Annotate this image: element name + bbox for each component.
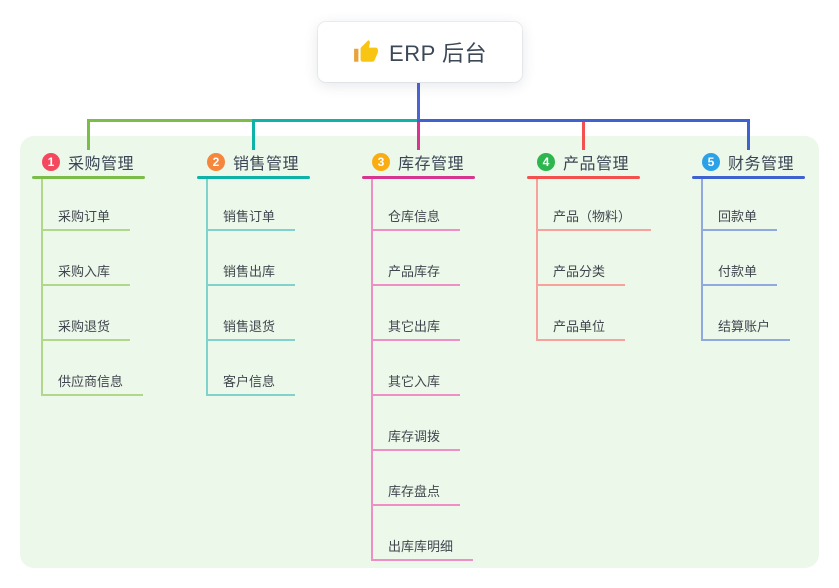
drop-line-sales (252, 119, 255, 150)
mindmap-node[interactable]: 供应商信息 (43, 341, 144, 396)
mindmap-node[interactable]: 采购订单 (43, 179, 131, 231)
node-label: 销售出库 (223, 264, 276, 279)
root-connector-line (417, 82, 420, 120)
node-label: 销售退货 (223, 319, 276, 334)
branches-background-panel (20, 136, 819, 568)
mindmap-node[interactable]: 产品分类 (538, 231, 626, 286)
branch-label: 产品管理 (563, 156, 630, 173)
root-node[interactable]: ERP 后台 (318, 22, 522, 82)
branch-underline (197, 176, 310, 179)
node-label: 出库库明细 (388, 539, 454, 554)
mindmap-node[interactable]: 回款单 (703, 179, 778, 231)
branch-underline (527, 176, 640, 179)
mindmap-node[interactable]: 库存调拨 (373, 396, 461, 451)
mindmap-node[interactable]: 采购退货 (43, 286, 131, 341)
bus-segment-green (87, 119, 255, 122)
branch-children: 产品（物料） 产品分类 产品单位 (536, 179, 652, 341)
drop-line-product (582, 119, 585, 150)
node-label: 仓库信息 (388, 209, 441, 224)
number-badge: 3 (372, 153, 390, 171)
branch-finance-management: 5 财务管理 回款单 付款单 结算账户 (692, 148, 805, 341)
thumbs-up-icon (354, 40, 378, 62)
branch-children: 采购订单 采购入库 采购退货 供应商信息 (41, 179, 144, 396)
drop-line-purchase (87, 119, 90, 150)
branch-header[interactable]: 3 库存管理 (362, 148, 475, 176)
mindmap-node[interactable]: 采购入库 (43, 231, 131, 286)
node-label: 供应商信息 (58, 374, 124, 389)
branch-label: 财务管理 (728, 156, 795, 173)
node-label: 产品库存 (388, 264, 441, 279)
branch-product-management: 4 产品管理 产品（物料） 产品分类 产品单位 (527, 148, 652, 341)
mindmap-node[interactable]: 产品单位 (538, 286, 626, 341)
mindmap-node[interactable]: 库存盘点 (373, 451, 461, 506)
mindmap-node[interactable]: 产品库存 (373, 231, 461, 286)
number-badge: 5 (702, 153, 720, 171)
number-badge: 1 (42, 153, 60, 171)
mindmap-node[interactable]: 出库库明细 (373, 506, 474, 561)
number-badge: 4 (537, 153, 555, 171)
drop-line-inventory (417, 119, 420, 150)
branch-children: 销售订单 销售出库 销售退货 客户信息 (206, 179, 296, 396)
root-title: ERP 后台 (389, 41, 487, 66)
mindmap-node[interactable]: 客户信息 (208, 341, 296, 396)
mindmap-node[interactable]: 其它出库 (373, 286, 461, 341)
node-label: 其它入库 (388, 374, 441, 389)
branch-purchase-management: 1 采购管理 采购订单 采购入库 采购退货 供应商信息 (32, 148, 145, 396)
node-label: 客户信息 (223, 374, 276, 389)
node-label: 结算账户 (718, 319, 771, 334)
bus-segment-teal (252, 119, 420, 122)
drop-line-finance (747, 119, 750, 150)
branch-underline (362, 176, 475, 179)
branch-header[interactable]: 4 产品管理 (527, 148, 651, 176)
mindmap-node[interactable]: 结算账户 (703, 286, 791, 341)
mindmap-node[interactable]: 其它入库 (373, 341, 461, 396)
branch-underline (692, 176, 805, 179)
node-label: 产品分类 (553, 264, 606, 279)
branch-label: 采购管理 (68, 156, 135, 173)
bus-segment-blue (417, 119, 750, 122)
branch-header[interactable]: 5 财务管理 (692, 148, 805, 176)
node-label: 库存盘点 (388, 484, 441, 499)
number-badge: 2 (207, 153, 225, 171)
node-label: 其它出库 (388, 319, 441, 334)
branch-underline (32, 176, 145, 179)
node-label: 库存调拨 (388, 429, 441, 444)
node-label: 付款单 (718, 264, 758, 279)
branch-sales-management: 2 销售管理 销售订单 销售出库 销售退货 客户信息 (197, 148, 310, 396)
mindmap-node[interactable]: 产品（物料） (538, 179, 652, 231)
mindmap-node[interactable]: 仓库信息 (373, 179, 461, 231)
node-label: 采购订单 (58, 209, 111, 224)
mindmap-node[interactable]: 付款单 (703, 231, 778, 286)
node-label: 销售订单 (223, 209, 276, 224)
mindmap-node[interactable]: 销售订单 (208, 179, 296, 231)
branch-children: 仓库信息 产品库存 其它出库 其它入库 库存调拨 库存盘点 出库库明细 (371, 179, 474, 561)
node-label: 产品单位 (553, 319, 606, 334)
branch-label: 销售管理 (233, 156, 300, 173)
node-label: 产品（物料） (553, 209, 632, 224)
mindmap-node[interactable]: 销售出库 (208, 231, 296, 286)
branch-header[interactable]: 1 采购管理 (32, 148, 145, 176)
branch-header[interactable]: 2 销售管理 (197, 148, 310, 176)
branch-label: 库存管理 (398, 156, 465, 173)
branch-inventory-management: 3 库存管理 仓库信息 产品库存 其它出库 其它入库 库存调拨 库存盘点 出库库… (362, 148, 475, 561)
node-label: 采购退货 (58, 319, 111, 334)
mindmap-node[interactable]: 销售退货 (208, 286, 296, 341)
branch-children: 回款单 付款单 结算账户 (701, 179, 791, 341)
node-label: 采购入库 (58, 264, 111, 279)
node-label: 回款单 (718, 209, 758, 224)
